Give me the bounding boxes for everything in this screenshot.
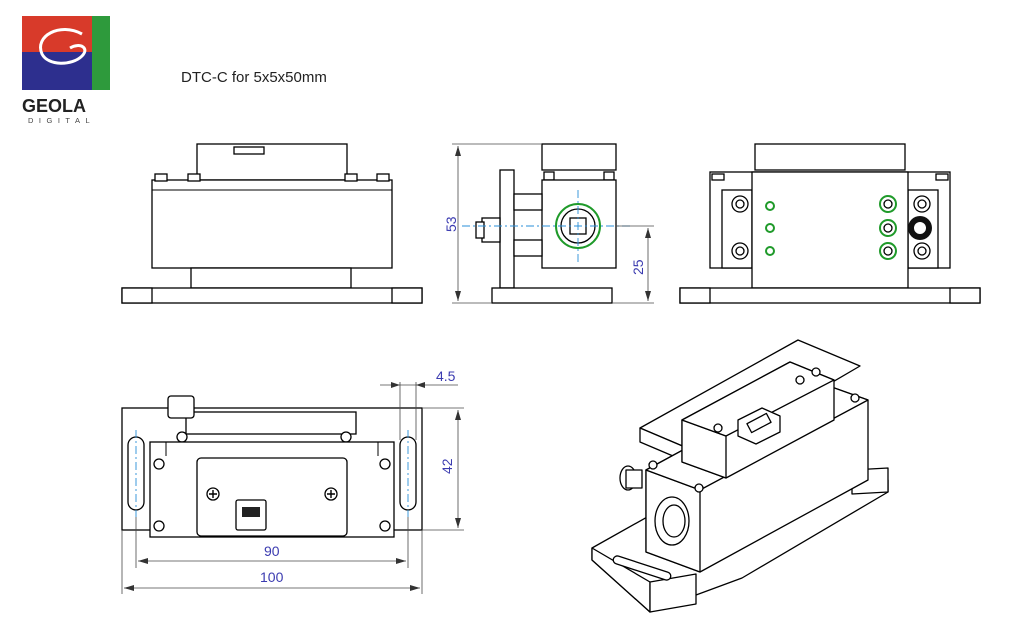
front-base-foot-right <box>391 287 423 304</box>
iso-screw-1 <box>648 460 658 470</box>
rear-base-plate <box>679 287 981 304</box>
side-base-plate <box>491 287 613 304</box>
dim-axis-height: 25 <box>630 259 646 275</box>
geola-logo: GEOLA DIGITAL <box>22 16 110 125</box>
rear-base-foot-left <box>679 287 711 304</box>
front-stand <box>190 267 352 289</box>
rear-screw-bl-inner <box>735 246 745 256</box>
front-top-screw-left <box>154 173 168 182</box>
drawing-title: DTC-C for 5x5x50mm <box>181 69 327 86</box>
dim42-arrow-top <box>455 410 461 420</box>
dim90-arrow-right <box>396 558 406 564</box>
top-screw-tr <box>379 458 391 470</box>
side-spacer-bottom <box>513 239 543 257</box>
top-view: 4.5 42 90 100 <box>121 368 464 594</box>
dim100-arrow-right <box>410 585 420 591</box>
rear-led-2 <box>765 223 775 233</box>
dim-base-depth: 42 <box>439 458 455 474</box>
front-base-foot-left <box>121 287 153 304</box>
dim25-arrow-top <box>645 228 651 238</box>
dim25-arrow-bottom <box>645 291 651 301</box>
top-screw-tl <box>153 458 165 470</box>
iso-connector-socket <box>746 412 772 434</box>
top-cover-screw-left-cross <box>209 490 217 498</box>
side-top-screw-right <box>603 171 615 181</box>
iso-screw-3 <box>713 423 723 433</box>
logo-brand-text: GEOLA <box>22 96 86 116</box>
top-data-connector-pins <box>242 507 260 517</box>
front-top-screw-right <box>376 173 390 182</box>
rear-screw-tl-inner <box>735 199 745 209</box>
dim45-arrow-left <box>391 382 400 388</box>
iso-screw-4 <box>795 375 805 385</box>
rear-led-3 <box>765 246 775 256</box>
side-knob-tip <box>475 221 485 239</box>
rear-screw-br-inner <box>917 246 927 256</box>
iso-screw-5 <box>811 367 821 377</box>
dim-slot-offset: 4.5 <box>436 368 456 384</box>
front-top-block <box>196 143 348 181</box>
front-top-screw-center-left <box>187 173 201 182</box>
front-main-body <box>151 179 393 269</box>
rear-top-screw-right <box>935 173 949 181</box>
iso-base-front-side <box>649 573 697 613</box>
front-view <box>121 143 423 304</box>
logo-swirl <box>39 28 87 65</box>
top-cover-plate <box>196 457 348 537</box>
dim45-arrow-right <box>416 382 425 388</box>
iso-knob-body <box>625 469 643 489</box>
side-knob <box>481 217 501 243</box>
front-base-plate <box>121 287 423 304</box>
dim100-arrow-left <box>124 585 134 591</box>
rear-top-block <box>754 143 906 171</box>
side-top-block <box>541 143 617 171</box>
rear-pot-3-inner <box>883 246 893 256</box>
top-cover-screw-right-cross <box>327 490 335 498</box>
dim53-arrow-bottom <box>455 291 461 301</box>
dim90-arrow-left <box>138 558 148 564</box>
top-bracket <box>185 411 357 435</box>
top-screw-br <box>379 520 391 532</box>
rear-pot-2-inner <box>883 223 893 233</box>
top-knob <box>167 395 195 419</box>
logo-sub-text: DIGITAL <box>28 116 95 125</box>
dim-height-total: 53 <box>443 216 459 232</box>
rear-led-1 <box>765 201 775 211</box>
top-knob-screw <box>176 431 188 443</box>
side-spacer-top <box>513 193 543 211</box>
iso-screw-6 <box>850 393 860 403</box>
rear-top-screw-left <box>711 173 725 181</box>
top-screw-bl <box>153 520 165 532</box>
iso-base-slot <box>612 555 672 581</box>
side-top-screw-left <box>543 171 555 181</box>
isometric-view <box>591 339 889 613</box>
rear-pot-1-inner <box>883 199 893 209</box>
side-bracket-plate <box>499 169 515 289</box>
dim-hole-spacing: 90 <box>264 543 280 559</box>
rear-view <box>679 143 981 304</box>
iso-screw-2 <box>694 483 704 493</box>
rear-connector-inner <box>912 220 928 236</box>
front-top-screw-center-right <box>344 173 358 182</box>
logo-green-block <box>92 16 110 90</box>
rear-screw-tr-inner <box>917 199 927 209</box>
front-top-tab <box>233 146 265 155</box>
side-view: 53 25 <box>443 143 654 304</box>
iso-aperture-inner <box>662 504 686 538</box>
dim42-arrow-bottom <box>455 518 461 528</box>
dim53-arrow-top <box>455 146 461 156</box>
dim-base-length: 100 <box>260 569 284 585</box>
rear-base-foot-right <box>949 287 981 304</box>
top-bracket-screw <box>340 431 352 443</box>
